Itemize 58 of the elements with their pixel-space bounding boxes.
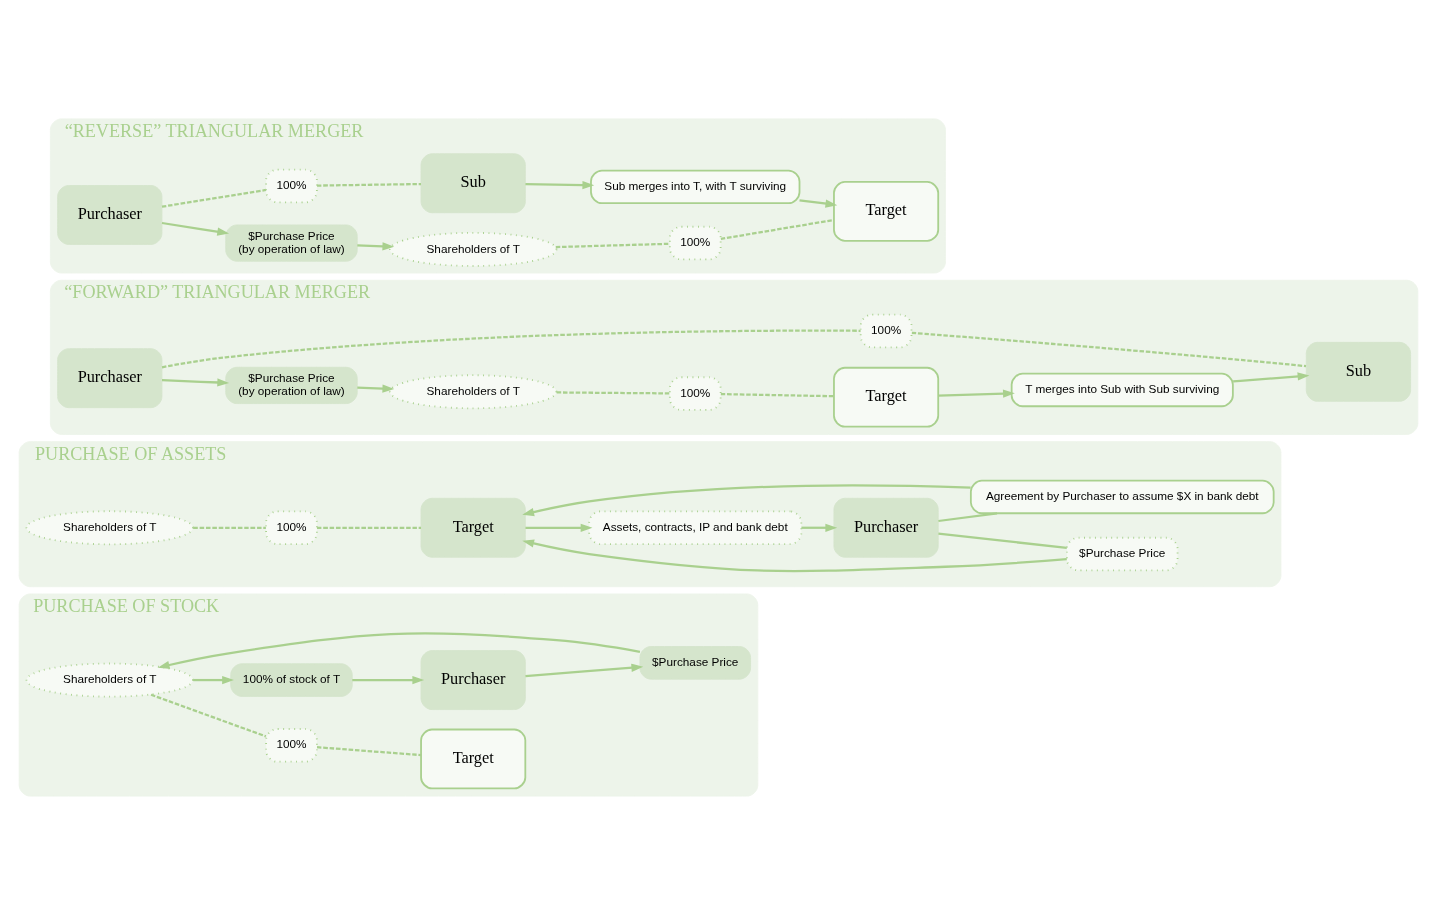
node-box: $Purchase Price [639, 645, 751, 680]
connector [317, 182, 422, 187]
connector [720, 392, 834, 397]
connector [317, 526, 422, 529]
node-box: Sub [420, 152, 526, 213]
arrow [357, 241, 395, 250]
node-box: Sub [1305, 341, 1411, 402]
connector [193, 526, 266, 529]
arrow [525, 663, 644, 677]
arrow [525, 523, 593, 532]
node-box: $Purchase Price (by operation of law) [225, 366, 358, 404]
connector [911, 331, 1307, 367]
node-box: Purchaser [57, 184, 163, 245]
arrow [157, 631, 641, 669]
node-ellipse: Shareholders of T [389, 373, 558, 409]
node-box: Target [420, 728, 527, 789]
connector [150, 693, 267, 737]
node-box: 100% [265, 168, 318, 203]
connector [555, 242, 670, 248]
arrow [193, 675, 234, 684]
node-box: Target [833, 180, 940, 242]
connector [556, 390, 670, 394]
node-ellipse: Shareholders of T [25, 509, 194, 545]
connector [316, 745, 422, 756]
connector [938, 511, 998, 522]
node-box: Target [833, 366, 940, 428]
node-box: 100% of stock of T [230, 662, 353, 697]
node-box: Purchaser [833, 497, 939, 558]
node-box: Agreement by Purchaser to assume $X in bank debt [969, 479, 1275, 514]
arrow [801, 523, 838, 532]
node-box: 100% [668, 225, 722, 260]
arrow [799, 198, 838, 208]
connector [161, 329, 861, 368]
arrow [357, 383, 395, 393]
arrow [161, 221, 230, 236]
node-box: Sub merges into T, with T surviving [590, 169, 801, 204]
arrow [938, 389, 1015, 398]
node-ellipse: Shareholders of T [389, 231, 558, 267]
node-box: T merges into Sub with Sub surviving [1010, 372, 1234, 407]
arrow [161, 377, 230, 387]
arrow [352, 675, 425, 684]
connector [938, 531, 1067, 549]
arrow [1233, 371, 1310, 383]
node-box: $Purchase Price (by operation of law) [225, 224, 358, 262]
connector [720, 218, 834, 240]
node-box: 100% [668, 375, 722, 411]
node-box: $Purchase Price [1066, 536, 1179, 571]
arrow [525, 180, 595, 189]
node-box: Purchaser [420, 649, 526, 710]
node-box: Target [420, 497, 526, 558]
node-box: Assets, contracts, IP and bank debt [588, 510, 803, 545]
connector [161, 188, 267, 208]
node-box: 100% [859, 313, 913, 348]
arrow [522, 538, 1067, 572]
node-box: 100% [265, 510, 318, 545]
arrow [522, 483, 971, 516]
node-box: Purchaser [57, 347, 163, 408]
node-box: 100% [265, 727, 318, 763]
